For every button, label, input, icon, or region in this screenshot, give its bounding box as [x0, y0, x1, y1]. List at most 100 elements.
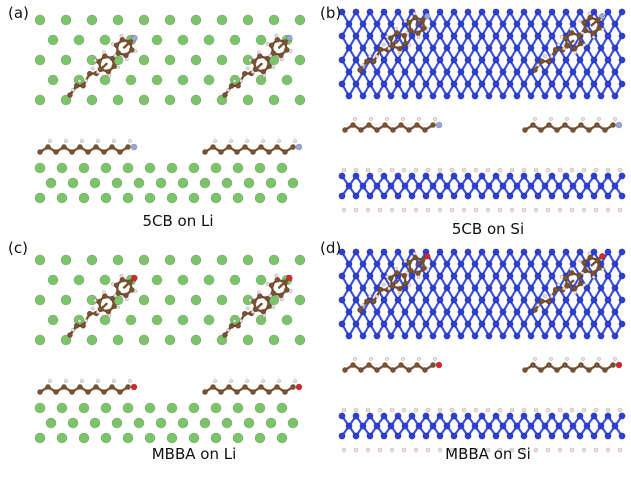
silicon-atom	[506, 296, 514, 304]
carbon-atom	[86, 310, 93, 317]
carbon-atom	[113, 42, 120, 49]
hydrogen-atom	[401, 117, 405, 121]
carbon-atom	[260, 308, 267, 315]
silicon-atom	[352, 80, 360, 88]
silicon-atom	[590, 296, 598, 304]
hydrogen-atom	[617, 447, 623, 453]
hydrogen-atom	[248, 58, 253, 63]
lithium-atom	[100, 402, 112, 414]
lithium-atom	[166, 162, 178, 174]
carbon-atom	[202, 389, 208, 395]
lithium-atom	[34, 192, 46, 204]
carbon-atom	[578, 362, 584, 368]
nitrogen-atom	[615, 121, 623, 129]
lithium-atom	[164, 254, 176, 266]
hydrogen-atom	[107, 73, 112, 78]
silicon-atom	[583, 92, 591, 100]
hydrogen-atom	[232, 78, 237, 83]
silicon-atom	[541, 44, 549, 52]
silicon-atom	[611, 20, 619, 28]
lithium-atom	[287, 177, 299, 189]
silicon-atom	[506, 32, 514, 40]
silicon-atom	[408, 432, 416, 440]
lithium-atom	[34, 402, 46, 414]
carbon-atom	[235, 82, 242, 89]
carbon-atom	[93, 384, 99, 390]
carbon-atom	[266, 389, 272, 395]
silicon-atom	[359, 422, 367, 430]
lithium-atom	[99, 274, 111, 286]
silicon-atom	[499, 260, 507, 268]
hydrogen-atom	[365, 167, 371, 173]
hydrogen-atom	[250, 310, 255, 314]
hydrogen-atom	[116, 65, 120, 70]
hydrogen-atom	[562, 286, 566, 291]
carbon-atom	[590, 30, 596, 37]
hydrogen-atom	[533, 167, 539, 173]
silicon-atom	[408, 296, 416, 304]
silicon-atom	[555, 422, 563, 430]
carbon-atom	[366, 122, 372, 128]
lithium-atom	[190, 294, 202, 306]
silicon-atom	[345, 260, 353, 268]
lithium-atom	[265, 417, 277, 429]
silicon-atom	[436, 32, 444, 40]
silicon-atom	[548, 8, 556, 16]
carbon-atom	[117, 149, 123, 155]
lithium-atom	[203, 74, 215, 86]
silicon-atom	[604, 272, 612, 280]
silicon-atom	[499, 68, 507, 76]
hydrogen-atom	[565, 357, 569, 361]
silicon-atom	[604, 56, 612, 64]
silicon-atom	[569, 68, 577, 76]
silicon-atom	[597, 422, 605, 430]
hydrogen-atom	[133, 289, 138, 293]
carbon-atom	[77, 384, 83, 390]
lithium-atom	[112, 94, 124, 106]
silicon-atom	[541, 284, 549, 292]
silicon-atom	[422, 56, 430, 64]
hydrogen-atom	[536, 63, 540, 67]
lithium-atom	[164, 334, 176, 346]
silicon-atom	[415, 182, 423, 190]
silicon-atom	[408, 80, 416, 88]
oxygen-atom	[599, 253, 606, 260]
hydrogen-atom	[509, 447, 515, 453]
silicon-atom	[590, 320, 598, 328]
silicon-atom	[352, 412, 360, 420]
silicon-atom	[590, 172, 598, 180]
silicon-atom	[534, 412, 542, 420]
silicon-atom	[576, 192, 584, 200]
silicon-atom	[457, 284, 465, 292]
silicon-atom	[534, 32, 542, 40]
lithium-atom	[86, 94, 98, 106]
silicon-atom	[443, 182, 451, 190]
carbon-atom	[69, 389, 75, 395]
carbon-atom	[545, 58, 552, 65]
panel-c-structure	[34, 254, 306, 444]
silicon-atom	[464, 248, 472, 256]
silicon-atom	[618, 172, 626, 180]
hydrogen-atom	[93, 298, 98, 303]
hydrogen-atom	[369, 117, 373, 121]
hydrogen-atom	[545, 167, 551, 173]
hydrogen-atom	[497, 447, 503, 453]
carbon-atom	[401, 272, 408, 279]
hydrogen-atom	[569, 407, 575, 413]
hydrogen-atom	[124, 297, 129, 302]
hydrogen-atom	[597, 357, 601, 361]
hydrogen-atom	[521, 447, 527, 453]
silicon-atom	[548, 320, 556, 328]
lithium-atom	[190, 254, 202, 266]
panel-a-structure	[34, 14, 306, 204]
lithium-atom	[34, 54, 46, 66]
silicon-atom	[387, 260, 395, 268]
silicon-atom	[436, 248, 444, 256]
hydrogen-atom	[578, 259, 583, 264]
hydrogen-atom	[405, 271, 410, 275]
silicon-atom	[513, 284, 521, 292]
silicon-atom	[443, 332, 451, 340]
carbon-atom	[342, 127, 348, 133]
lithium-atom	[210, 432, 222, 444]
hydrogen-atom	[565, 117, 569, 121]
